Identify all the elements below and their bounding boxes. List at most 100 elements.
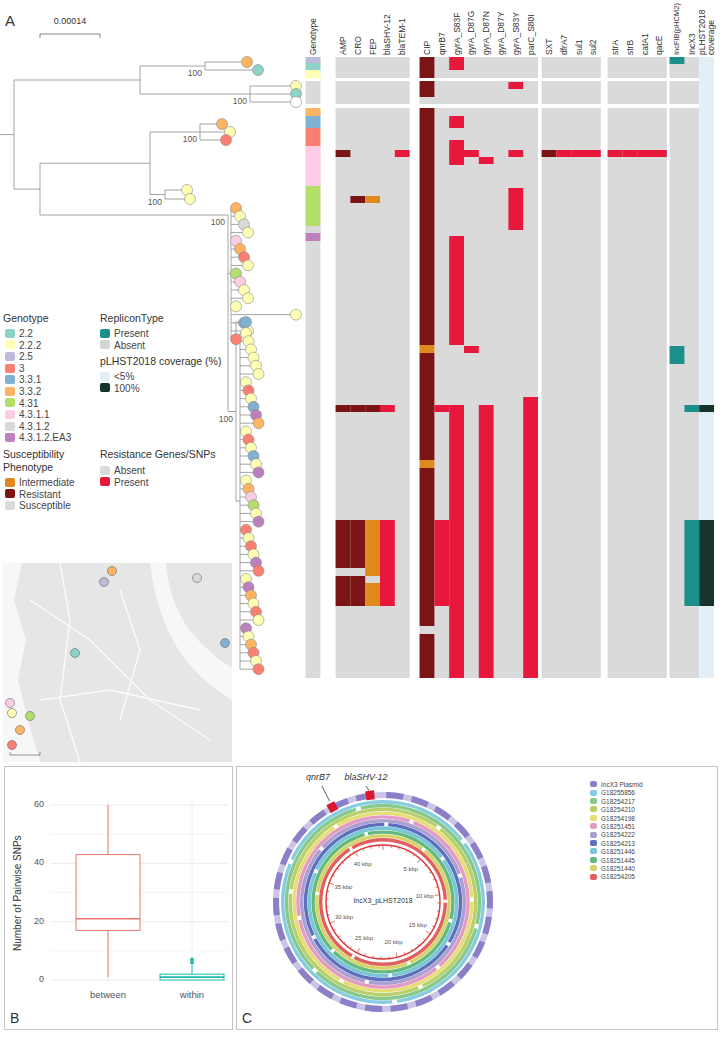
heatmap-cell (420, 468, 435, 626)
tree-tip (185, 194, 196, 205)
legend-swatch (5, 422, 15, 431)
legend-swatch (5, 352, 15, 361)
kbp-tick (433, 879, 435, 880)
legend-text: 3.3.2 (19, 386, 41, 397)
kbp-tick (329, 883, 334, 885)
heatmap-cell (586, 150, 601, 157)
ring-gap (388, 973, 392, 977)
kbp-tick (411, 949, 412, 951)
heatmap-cell (420, 57, 435, 78)
phylogenetic-tree (0, 57, 302, 675)
legend-swatch (5, 433, 15, 442)
heatmap-ground (670, 108, 700, 678)
heatmap-cell (637, 150, 652, 157)
kbp-tick (413, 854, 414, 856)
kbp-tick (326, 898, 328, 899)
legend-text: 2.5 (19, 351, 33, 362)
heatmap-ground (670, 57, 700, 78)
legend-item: Resistant (5, 488, 61, 500)
map-site (26, 712, 35, 721)
tree-tip (241, 317, 252, 328)
kbp-label: 5 kbp (403, 866, 418, 873)
column-header: FEP (368, 38, 378, 55)
blast-ring (308, 827, 459, 978)
kbp-tick (330, 921, 335, 923)
backbone-circle (326, 845, 440, 959)
gene-leader (366, 786, 369, 791)
legend-text: 4.3.1.2 (19, 421, 50, 432)
tree-branch (231, 314, 296, 315)
legend-swatch (5, 375, 15, 384)
column-header: Genotype (308, 18, 318, 55)
legend-swatch (590, 857, 597, 863)
column-header: strA (610, 40, 620, 55)
legend-item: 3.3.1 (5, 373, 41, 385)
ring-gap (448, 919, 453, 923)
kbp-label: 10 kbp (416, 893, 434, 900)
legend-swatch (590, 840, 597, 846)
legend-item: G18254222 (590, 830, 635, 838)
gene-leader (322, 786, 330, 801)
column-header: strB (625, 40, 635, 55)
map-scale (10, 752, 40, 755)
legend-item: 4.3.1.1 (5, 408, 50, 420)
tick-label: 20 (34, 916, 44, 927)
legend-text: Present (114, 328, 148, 339)
ring-gap (392, 999, 397, 1003)
heatmap-cell (608, 150, 623, 157)
tree-branch (228, 215, 229, 412)
legend-text: Absent (114, 339, 145, 350)
heatmap-cell (306, 108, 321, 116)
legend-item: Absent (100, 339, 145, 351)
heatmap-cell (434, 405, 449, 412)
map-road (120, 590, 140, 720)
tree-tip (253, 65, 264, 76)
heatmap-cell (420, 634, 435, 678)
tree-branch (150, 194, 165, 195)
kbp-tick (334, 929, 336, 930)
box (160, 974, 224, 980)
kbp-label: 30 kbp (335, 914, 353, 921)
heatmap-cell (699, 405, 714, 412)
gene-block (482, 916, 492, 934)
legend-swatch (590, 798, 597, 804)
kbp-tick (437, 902, 440, 903)
legend-swatch (100, 340, 110, 349)
column-header: qacE (654, 36, 664, 55)
kbp-tick (423, 939, 425, 941)
legend-text: G18254210 (601, 806, 635, 813)
box (76, 855, 140, 931)
outlier (190, 958, 194, 962)
legend-item: 2.5 (5, 350, 33, 362)
legend-item: G18254213 (590, 839, 635, 847)
legend-item: G18254210 (590, 805, 635, 813)
heatmap-cell (479, 157, 494, 164)
whisker (108, 930, 109, 977)
heatmap-cell (420, 353, 435, 460)
heatmap-cell (306, 70, 321, 78)
heatmap-ground (336, 57, 410, 78)
heatmap-cell (449, 57, 464, 70)
kbp-tick (362, 849, 364, 851)
tree-branch (40, 215, 228, 216)
legend-swatch (590, 823, 597, 829)
legend-item: 4.31 (5, 397, 38, 409)
kbp-tick (344, 942, 346, 944)
heatmap-cell (336, 520, 351, 568)
heatmap-cell (508, 82, 523, 89)
gene-block (365, 1005, 383, 1012)
tree-branch (150, 132, 200, 133)
kbp-tick (388, 956, 389, 958)
tree-branch (205, 70, 258, 71)
legend-swatch (590, 790, 597, 796)
heatmap-cell (306, 128, 321, 146)
column-header: CRO (353, 36, 363, 55)
kbp-tick (380, 956, 381, 958)
gene-block (386, 792, 404, 800)
heatmap-ground (306, 57, 321, 78)
ring-gap (384, 823, 388, 827)
blast-ring (304, 823, 462, 981)
tree-tip (253, 615, 264, 626)
tree-branch (250, 94, 296, 95)
kbp-tick (435, 918, 437, 920)
